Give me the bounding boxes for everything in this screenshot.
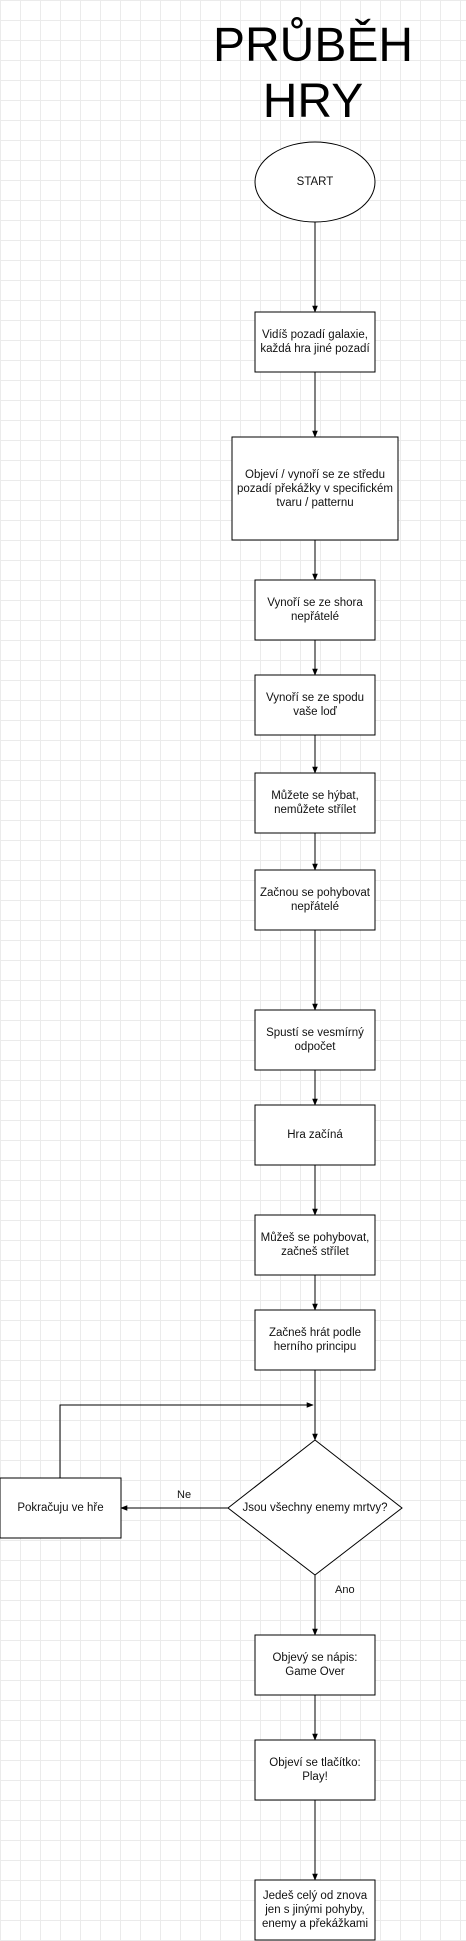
title-line-2: HRY	[262, 75, 364, 128]
diagram-title: PRŮBĚH HRY	[200, 18, 426, 130]
n4-rect	[254, 674, 376, 736]
n12-rect	[254, 1739, 376, 1801]
edge-label-yes: Ano	[335, 1584, 355, 1596]
n9-rect	[254, 1214, 376, 1276]
n7-rect	[254, 1009, 376, 1071]
n8-rect	[254, 1104, 376, 1166]
n1-rect	[254, 311, 376, 373]
edge-label-no: Ne	[177, 1489, 192, 1501]
title-line-1: PRŮBĚH	[212, 19, 414, 72]
n2-rect	[231, 436, 399, 541]
n3-rect	[254, 579, 376, 641]
continue-rect	[0, 1477, 122, 1539]
n5-rect	[254, 772, 376, 834]
n13-rect	[254, 1879, 376, 1941]
n6-rect	[254, 869, 376, 931]
n11-rect	[254, 1634, 376, 1696]
edges	[59, 222, 318, 1881]
decision-diamond	[227, 1439, 403, 1576]
edge-continue-loop	[59, 1402, 314, 1478]
shapes	[0, 141, 403, 1941]
start-ellipse	[254, 141, 376, 223]
n10-rect	[254, 1309, 376, 1371]
